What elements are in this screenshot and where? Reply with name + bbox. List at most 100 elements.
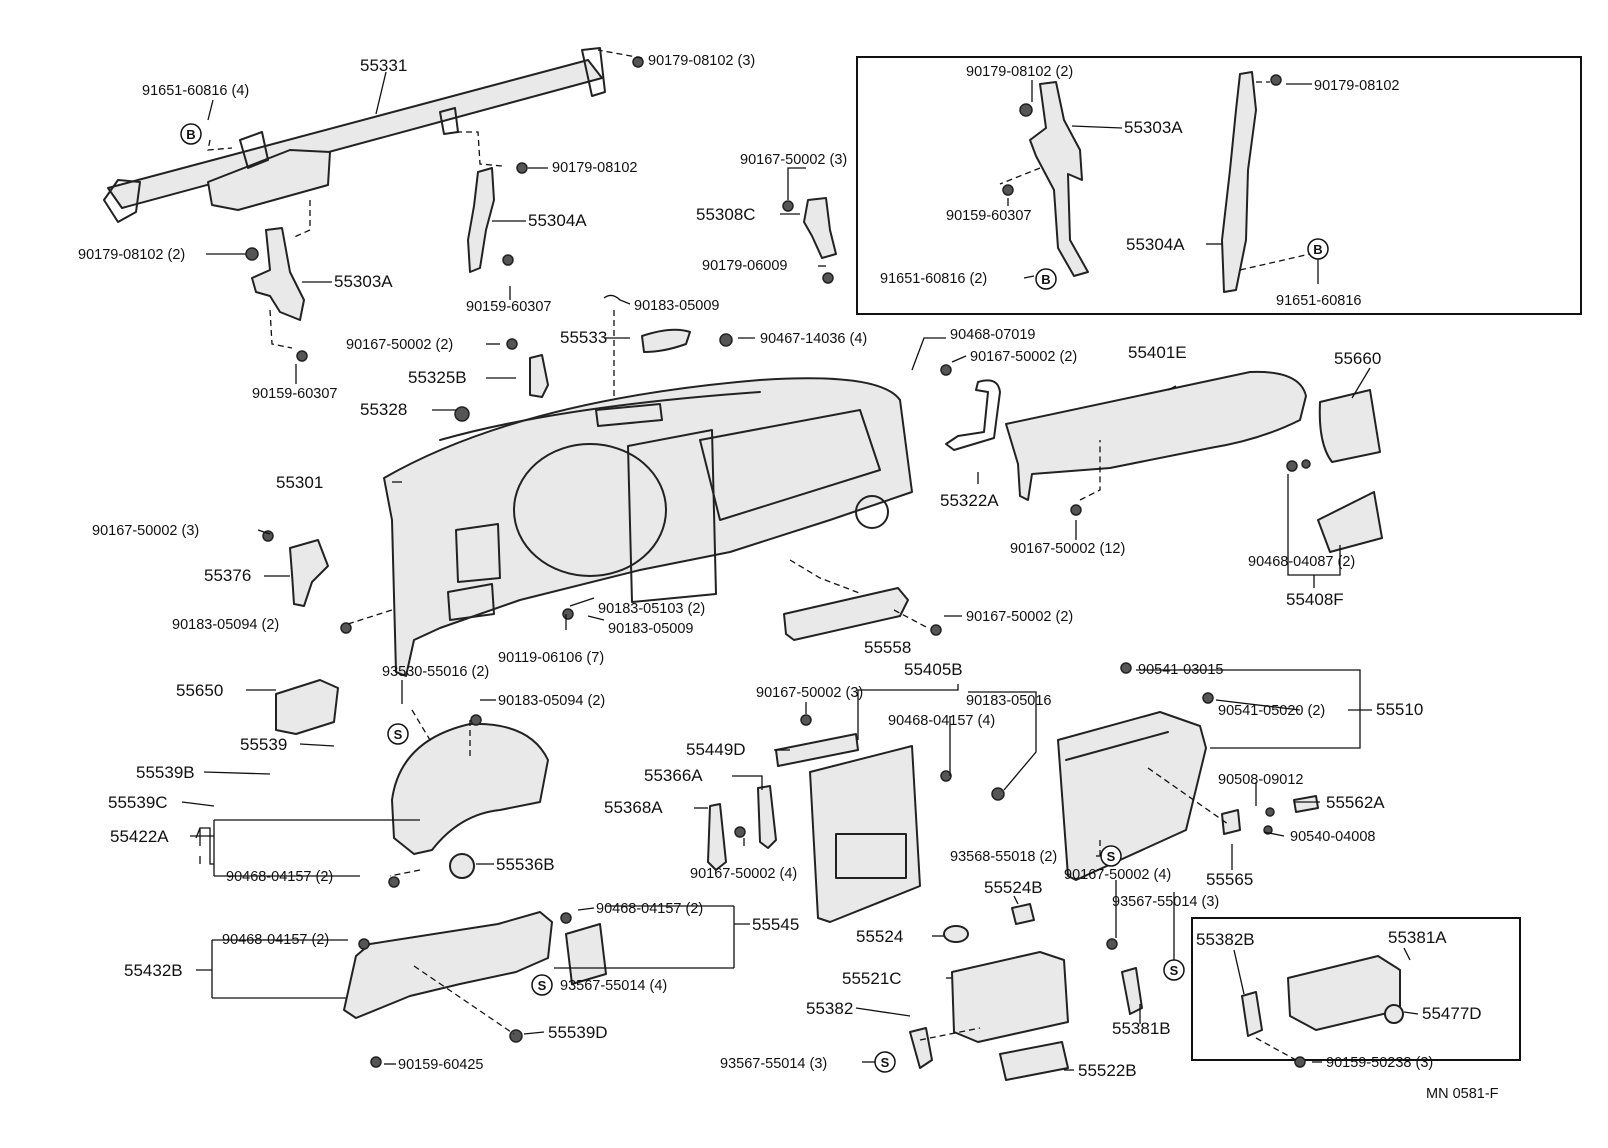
svg-text:B: B xyxy=(1313,242,1322,257)
label-55303a-a: 55303A xyxy=(334,272,393,291)
label-90508-09012: 90508-09012 xyxy=(1218,772,1303,788)
rod-55322a-part xyxy=(945,379,1001,451)
bracket-55325b-part xyxy=(529,354,549,398)
symbol-s-box: S xyxy=(1163,959,1185,981)
bracket-55368a-part xyxy=(707,803,727,871)
symbol-s-lower-panel: S xyxy=(531,974,553,996)
label-55449d: 55449D xyxy=(686,740,746,759)
label-55545: 55545 xyxy=(752,915,799,934)
label-55301: 55301 xyxy=(276,473,323,492)
cup-55524-part xyxy=(943,925,969,943)
reinforcement-beam-part xyxy=(103,47,606,223)
bracket-55381b-part xyxy=(1121,967,1143,1015)
knob-55477d-inset-part xyxy=(1384,1004,1404,1024)
label-90119-06106-7: 90119-06106 (7) xyxy=(498,650,604,666)
label-90179-06009: 90179-06009 xyxy=(702,258,787,274)
brace-55558-part xyxy=(783,587,909,641)
label-90467-14036-4: 90467-14036 (4) xyxy=(760,331,867,347)
register-55660-part xyxy=(1318,389,1381,463)
label-90541-05020-2: 90541-05020 (2) xyxy=(1218,703,1325,719)
register-55408f-part xyxy=(1317,491,1383,553)
part-labels: 55331 91651-60816 (4) 90179-08102 (3) 90… xyxy=(78,53,1499,1102)
label-93567-55014-4: 93567-55014 (4) xyxy=(560,978,667,994)
label-55539: 55539 xyxy=(240,735,287,754)
box-55521c-part xyxy=(951,951,1069,1043)
symbol-s-glove-box: S xyxy=(1100,845,1122,867)
label-55522b: 55522B xyxy=(1078,1061,1137,1080)
label-55565: 55565 xyxy=(1206,870,1253,889)
cover-55545-part xyxy=(565,923,607,985)
label-55650: 55650 xyxy=(176,681,223,700)
label-55381b: 55381B xyxy=(1112,1019,1171,1038)
label-90167-50002-3a: 90167-50002 (3) xyxy=(740,152,847,168)
bracket-55382-part xyxy=(909,1027,933,1069)
lid-55533-part xyxy=(641,328,691,353)
label-55660: 55660 xyxy=(1334,349,1381,368)
knob-55536b-part xyxy=(449,853,475,879)
clip-55328-part xyxy=(454,406,470,422)
label-90468-04157-2b: 90468-04157 (2) xyxy=(596,901,703,917)
label-90468-04157-4: 90468-04157 (4) xyxy=(888,713,995,729)
label-55562a: 55562A xyxy=(1326,793,1385,812)
diagram-code: MN 0581-F xyxy=(1426,1086,1499,1102)
lock-55565-part xyxy=(1221,809,1241,835)
label-55422a: 55422A xyxy=(110,827,169,846)
label-55539b: 55539B xyxy=(136,763,195,782)
svg-text:B: B xyxy=(186,127,195,142)
label-91651-60816-2: 91651-60816 (2) xyxy=(880,271,987,287)
garnish-55401e-part xyxy=(1005,370,1307,501)
label-90183-05094-2a: 90183-05094 (2) xyxy=(172,617,279,633)
label-55381a: 55381A xyxy=(1388,928,1447,947)
label-90179-08102-2b: 90179-08102 (2) xyxy=(966,64,1073,80)
label-55322a: 55322A xyxy=(940,491,999,510)
leader-lines xyxy=(181,49,1419,1071)
brace-55304a-inset-part xyxy=(1221,71,1257,293)
label-55304a-a: 55304A xyxy=(528,211,587,230)
label-90179-08102-2a: 90179-08102 (2) xyxy=(78,247,185,263)
label-90468-04157-2c: 90468-04157 (2) xyxy=(222,932,329,948)
label-90468-04087-2: 90468-04087 (2) xyxy=(1248,554,1355,570)
svg-text:S: S xyxy=(881,1055,890,1070)
label-93530-55016-2: 93530-55016 (2) xyxy=(382,664,489,680)
label-90167-50002-3b: 90167-50002 (3) xyxy=(92,523,199,539)
inset-frame-bottom-right xyxy=(1191,917,1521,1061)
label-55539d: 55539D xyxy=(548,1023,608,1042)
brace-55304a-part xyxy=(467,167,495,273)
brace-55303a-part xyxy=(251,227,305,321)
svg-text:S: S xyxy=(538,978,547,993)
label-90183-05103-2: 90183-05103 (2) xyxy=(598,601,705,617)
symbol-b-inset-right: B xyxy=(1307,238,1329,260)
label-55533: 55533 xyxy=(560,328,607,347)
label-93567-55014-3a: 93567-55014 (3) xyxy=(1112,894,1219,910)
label-55510: 55510 xyxy=(1376,700,1423,719)
label-55524: 55524 xyxy=(856,927,903,946)
bracket-55366a-part xyxy=(757,785,777,849)
label-90468-04157-2a: 90468-04157 (2) xyxy=(226,869,333,885)
label-90183-05094-2b: 90183-05094 (2) xyxy=(498,693,605,709)
label-55325b: 55325B xyxy=(408,368,467,387)
label-93567-55014-3b: 93567-55014 (3) xyxy=(720,1056,827,1072)
label-90167-50002-2b: 90167-50002 (2) xyxy=(966,609,1073,625)
label-55405b: 55405B xyxy=(904,660,963,679)
label-55432b: 55432B xyxy=(124,961,183,980)
label-90183-05016: 90183-05016 xyxy=(966,693,1051,709)
label-55382b: 55382B xyxy=(1196,930,1255,949)
label-90167-50002-3c: 90167-50002 (3) xyxy=(756,685,863,701)
label-55524b: 55524B xyxy=(984,878,1043,897)
instrument-panel-part xyxy=(383,377,913,677)
damper-55562a-part xyxy=(1293,795,1319,813)
label-90167-50002-2a: 90167-50002 (2) xyxy=(346,337,453,353)
label-90183-05009-a: 90183-05009 xyxy=(634,298,719,314)
svg-text:S: S xyxy=(1170,963,1179,978)
label-55558: 55558 xyxy=(864,638,911,657)
label-90179-08102-b: 90179-08102 xyxy=(1314,78,1399,94)
bracket-55376-part xyxy=(289,539,329,607)
bracket-55449d-part xyxy=(775,733,859,767)
svg-text:B: B xyxy=(1041,272,1050,287)
symbol-b-inset-left: B xyxy=(1035,268,1057,290)
label-90541-03015: 90541-03015 xyxy=(1138,662,1223,678)
label-90159-60425: 90159-60425 xyxy=(398,1057,483,1073)
brace-55303a-inset-part xyxy=(1029,81,1089,277)
label-55539c: 55539C xyxy=(108,793,168,812)
label-90167-50002-4b: 90167-50002 (4) xyxy=(1064,867,1171,883)
